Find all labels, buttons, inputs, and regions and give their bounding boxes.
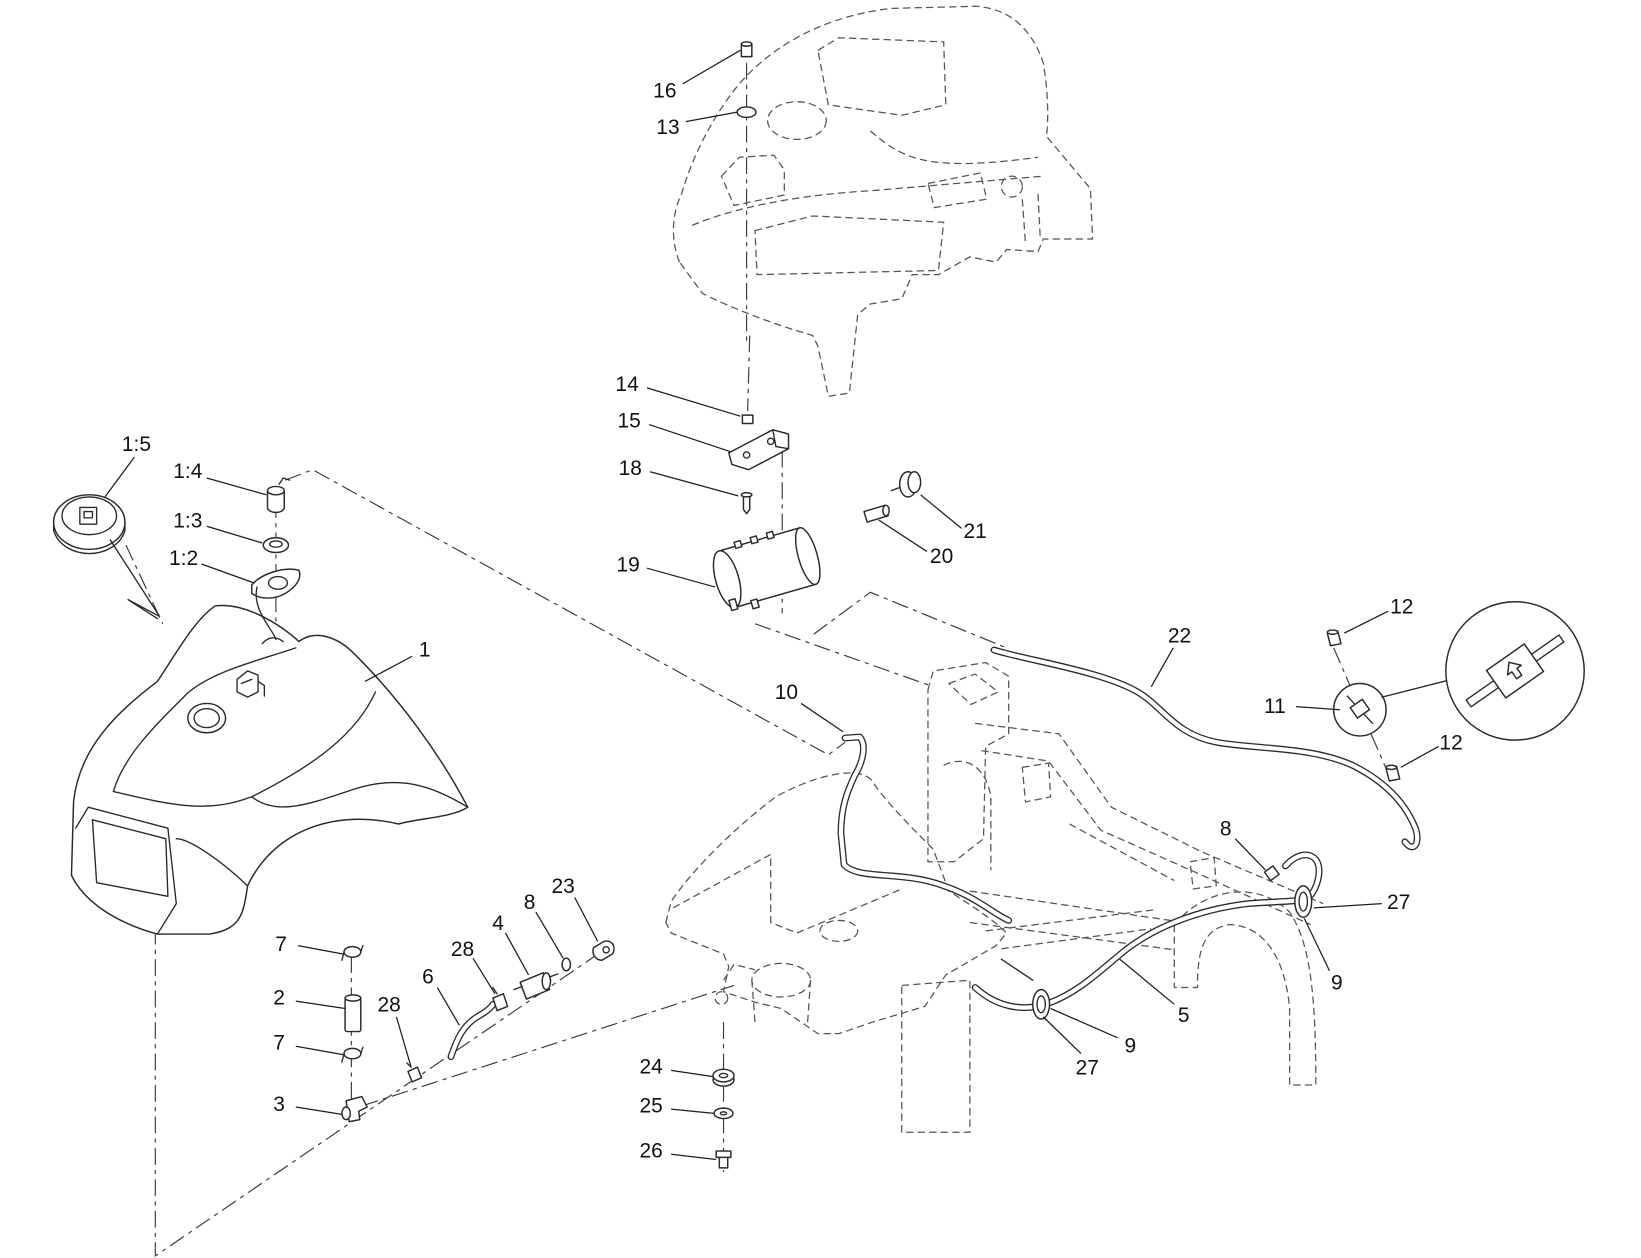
hose-6: [447, 1000, 497, 1061]
clamp-8-right: [1263, 865, 1280, 882]
nut: [741, 414, 754, 425]
callout-13: 13: [656, 116, 679, 139]
callout-10: 10: [775, 681, 798, 704]
mount-bolt: [715, 1150, 732, 1169]
callout-21: 21: [963, 520, 986, 543]
hose-clamp-upper: [1294, 885, 1313, 919]
callout-14: 14: [615, 373, 639, 396]
callout-7-upper: 7: [275, 933, 287, 956]
vent-hose-10: [837, 733, 1013, 924]
canister-bracket: [728, 429, 790, 471]
flat-washer: [713, 1107, 734, 1120]
callout-19: 19: [616, 553, 639, 576]
callout-labels: 16 13 14 15 18 19 20 21 1:5 1:4 1:3 1:2 …: [122, 79, 1463, 1162]
detail-connector: [1381, 678, 1453, 698]
callout-18: 18: [619, 457, 642, 480]
check-valve-fitting-lower: [1385, 764, 1401, 782]
hose-clip-23: [592, 940, 615, 962]
gasket-bracket: [251, 568, 301, 641]
callout-16: 16: [653, 79, 676, 102]
check-valve-detail: [1445, 601, 1585, 741]
callout-6: 6: [422, 965, 434, 988]
clamp-8-left: [561, 957, 572, 972]
callout-7-lower: 7: [273, 1031, 285, 1054]
callout-11: 11: [1264, 695, 1286, 718]
check-valve: [1332, 682, 1387, 737]
callout-20: 20: [930, 545, 953, 568]
callout-1-3: 1:3: [173, 509, 202, 532]
hose-clamp-lower: [1032, 988, 1051, 1020]
leader-lines: [104, 49, 1439, 1161]
callout-27-left: 27: [1076, 1057, 1099, 1080]
frame: [901, 661, 1324, 1133]
clamp-28-upper: [492, 986, 509, 1012]
callout-23: 23: [551, 875, 574, 898]
callout-24: 24: [640, 1055, 664, 1078]
screw: [740, 491, 753, 515]
callout-8-right: 8: [1220, 818, 1232, 841]
hood-bolt: [740, 41, 753, 58]
callout-1-5: 1:5: [122, 433, 151, 456]
callout-28-lower: 28: [377, 994, 400, 1017]
callout-28-upper: 28: [451, 938, 474, 961]
callout-1-2: 1:2: [169, 547, 198, 570]
vent-hose-22: [990, 646, 1421, 851]
fuel-hose-5: [971, 851, 1323, 1011]
callout-2: 2: [273, 986, 285, 1009]
callout-12-lower: 12: [1439, 732, 1462, 755]
fuel-tank: [70, 604, 469, 935]
clamp-7-lower: [341, 1046, 364, 1063]
grommet: [262, 537, 290, 554]
arrow-up-icon: [1506, 661, 1523, 680]
canister-tube: [863, 504, 890, 523]
fuel-pump-icon: [236, 670, 266, 698]
console-hood: [672, 5, 1094, 397]
hose-2: [344, 994, 362, 1033]
fuel-cap: [52, 494, 161, 620]
tee-fitting: [341, 1095, 368, 1123]
fuel-filter: [513, 972, 559, 1000]
callout-1: 1: [419, 638, 431, 661]
clamp-28-lower: [406, 1062, 423, 1083]
callout-4: 4: [492, 912, 504, 935]
callout-3: 3: [273, 1093, 285, 1116]
seat-pan: [665, 772, 1008, 1035]
hood-washer: [736, 106, 757, 119]
vent-valve: [266, 477, 291, 514]
charcoal-canister: [712, 526, 821, 612]
callout-26: 26: [640, 1139, 663, 1162]
filler-neck: [187, 702, 227, 734]
canister-filter-cap: [890, 471, 922, 498]
callout-9-right: 9: [1331, 972, 1343, 995]
check-valve-fitting-upper: [1326, 629, 1342, 647]
callout-27-right: 27: [1387, 891, 1410, 914]
callout-9-left: 9: [1124, 1035, 1136, 1058]
callout-22: 22: [1168, 625, 1191, 648]
rubber-isolator: [712, 1068, 735, 1087]
callout-12-upper: 12: [1390, 595, 1413, 618]
callout-1-4: 1:4: [173, 460, 202, 483]
callout-5: 5: [1178, 1004, 1190, 1027]
callout-15: 15: [618, 410, 641, 433]
callout-25: 25: [640, 1094, 663, 1117]
callout-8-left: 8: [524, 891, 536, 914]
clamp-7-upper: [341, 944, 364, 961]
